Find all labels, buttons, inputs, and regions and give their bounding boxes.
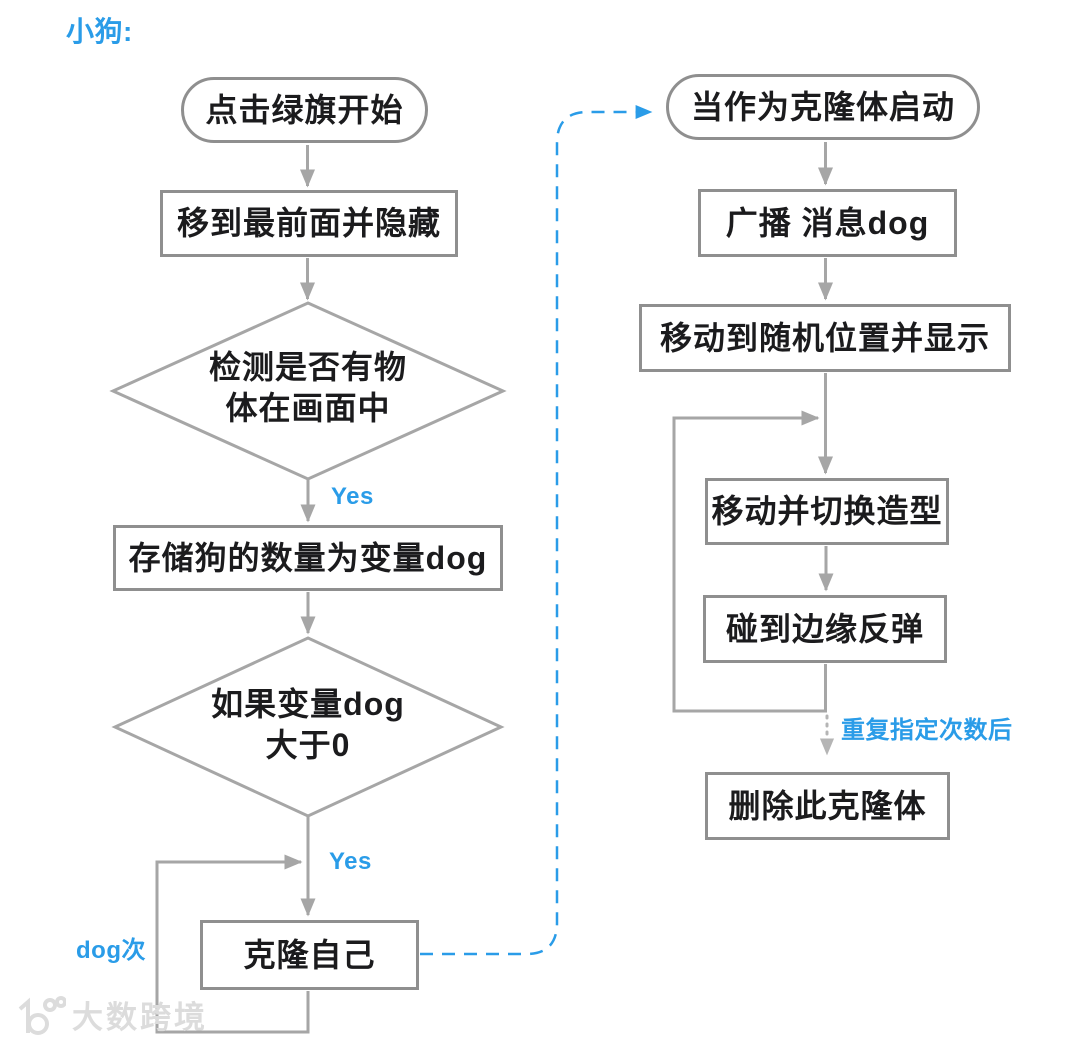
decision-dog-gt-0-shape bbox=[111, 636, 505, 818]
decision-object-detected-shape bbox=[109, 301, 507, 481]
label-yes-1: Yes bbox=[331, 483, 374, 510]
node-store-dog-count: 存储狗的数量为变量dog bbox=[113, 525, 503, 591]
decision-object-detected-line2: 体在画面中 bbox=[225, 390, 391, 426]
watermark: 大数跨境 bbox=[14, 992, 208, 1037]
node-move-front-hide: 移到最前面并隐藏 bbox=[160, 190, 458, 257]
node-move-random-show: 移动到随机位置并显示 bbox=[639, 304, 1011, 372]
label-dog-times: dog次 bbox=[76, 937, 146, 964]
label-repeat-times: 重复指定次数后 bbox=[841, 717, 1013, 744]
node-move-switch-costume: 移动并切换造型 bbox=[705, 478, 949, 545]
node-bounce-on-edge: 碰到边缘反弹 bbox=[703, 595, 947, 663]
node-broadcast-dog: 广播 消息dog bbox=[698, 189, 957, 257]
node-clone-self: 克隆自己 bbox=[200, 920, 419, 990]
decision-object-detected-line1: 检测是否有物 bbox=[208, 349, 407, 385]
label-yes-2: Yes bbox=[329, 848, 372, 875]
decision-dog-gt-0-label: 如果变量dog 大于0 bbox=[115, 684, 501, 766]
decision-dog-gt-0-line2: 大于0 bbox=[265, 727, 351, 763]
loop-clone-self bbox=[155, 854, 310, 1034]
node-start-as-clone: 当作为克隆体启动 bbox=[666, 74, 980, 140]
node-delete-clone: 删除此克隆体 bbox=[705, 772, 950, 840]
watermark-text: 大数跨境 bbox=[72, 1000, 208, 1035]
decision-object-detected-label: 检测是否有物 体在画面中 bbox=[113, 347, 503, 429]
watermark-logo-icon bbox=[18, 995, 66, 1035]
decision-dog-gt-0-line1: 如果变量dog bbox=[211, 686, 405, 722]
loop-move-bounce bbox=[672, 410, 827, 713]
page-title: 小狗: bbox=[66, 16, 133, 47]
node-start-green-flag: 点击绿旗开始 bbox=[181, 77, 428, 143]
dashed-clone-to-clone-start bbox=[420, 105, 653, 956]
